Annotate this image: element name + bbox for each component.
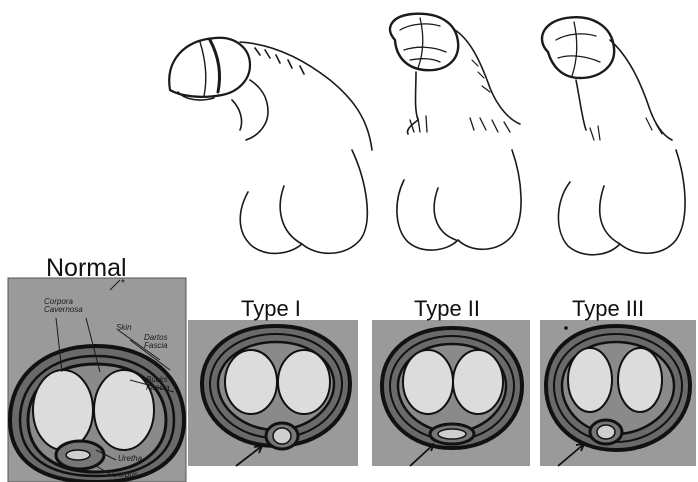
cross-section-type1	[188, 320, 358, 466]
drawing-middle-penis	[390, 14, 521, 250]
label-type1: Type I	[241, 298, 301, 320]
annotation-uretha: Uretha	[118, 455, 142, 463]
annotation-skin: Skin	[116, 324, 132, 332]
drawing-right-penis	[542, 17, 685, 255]
label-type2: Type II	[414, 298, 480, 320]
cross-section-type3	[540, 320, 696, 466]
annotation-dartos-fascia: Dartos Fascia	[144, 334, 168, 351]
cross-section-type2	[372, 320, 530, 466]
annotation-bucks-fascia: Bucks Fascia	[146, 376, 170, 393]
label-normal: Normal	[46, 256, 127, 281]
annotation-corpus: Corpus	[112, 471, 138, 479]
annotation-corpora-cavernosa: Corpora Cavernosa	[44, 298, 83, 315]
drawing-curved-penis	[169, 38, 372, 254]
label-type3: Type III	[572, 298, 644, 320]
